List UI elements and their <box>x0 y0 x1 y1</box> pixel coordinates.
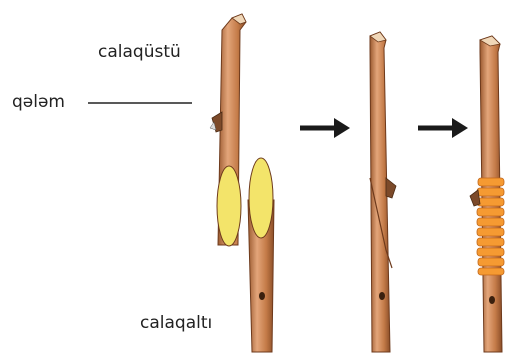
wrapped-stick <box>470 36 504 352</box>
joined-stick <box>370 32 396 352</box>
arrow-right-icon <box>300 118 350 138</box>
scion-stick <box>210 14 246 246</box>
label-scion: qələm <box>12 92 65 112</box>
arrow-right-icon <box>418 118 468 138</box>
label-rootstock: calaqaltı <box>140 313 212 333</box>
label-scion-top: calaqüstü <box>98 42 181 62</box>
rootstock-stick <box>248 158 274 352</box>
